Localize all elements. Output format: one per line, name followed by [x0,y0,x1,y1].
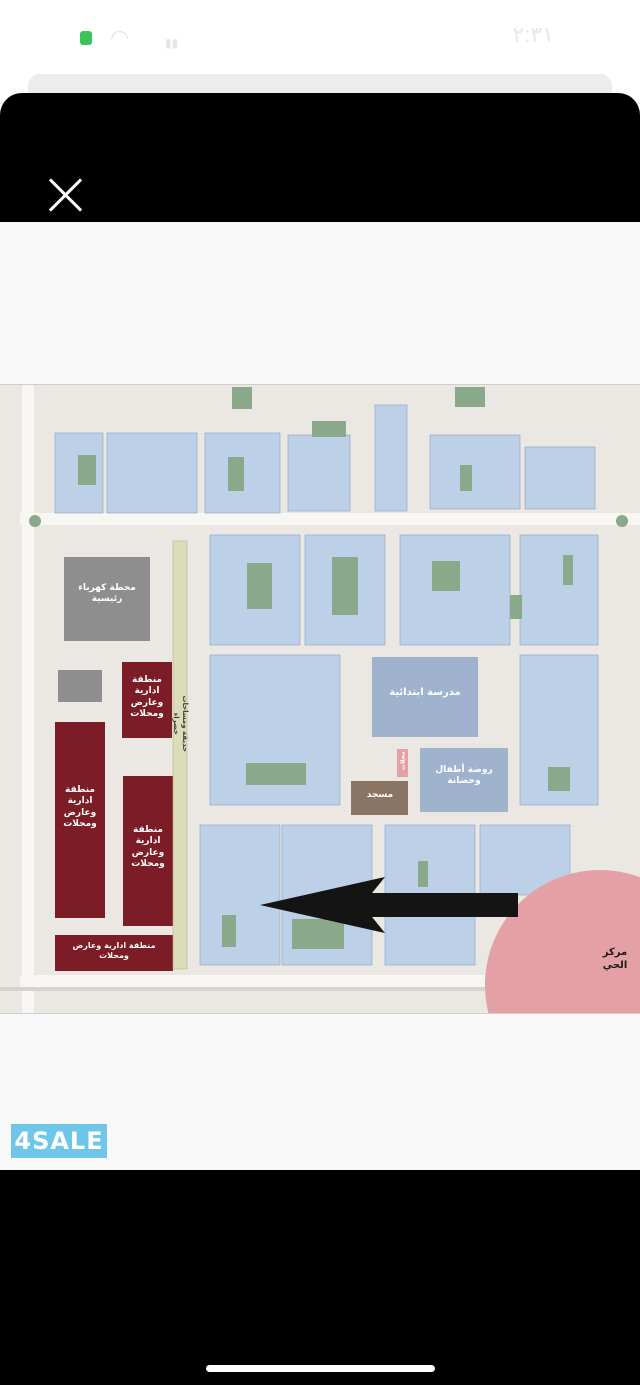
viewer-top-bar [0,93,640,222]
signal-icon: ▮▮ [165,36,179,50]
status-bar: ◠ ▮▮ ٢:٣١ [0,0,640,75]
shops-label: محلات [399,751,407,771]
admin-zone-top-label: منطقة ادارية وعارض ومحلات [130,675,164,719]
mosque-label: مسجد [366,790,394,800]
close-icon[interactable] [44,173,88,217]
power-station-label: محطة كهرباء رئيسية [78,583,136,605]
watermark-logo: 4SALE [11,1124,107,1158]
admin-zone-right-label: منطقة ادارية وعارض ومحلات [131,825,165,869]
battery-icon [80,31,92,45]
status-time: ٢:٣١ [512,22,554,47]
site-plan-map[interactable]: محطة كهرباء رئيسية منطقة ادارية وعارض وم… [0,384,640,1014]
home-indicator[interactable] [206,1365,435,1372]
district-center-label: مركز الحي [602,947,628,971]
site-plan-svg [0,385,640,1013]
admin-zone-left-label: منطقة ادارية وعارض ومحلات [63,785,97,829]
elementary-school-label: مدرسة ابتدائية [389,687,461,698]
admin-zone-bottom-label: منطقة ادارية وعارض ومحلات [72,941,156,960]
park-strip-label: حديقة ومساحات خضراء [172,695,189,753]
wifi-icon: ◠ [110,26,130,51]
kindergarten-label: روضة أطفال وحضانة [435,765,493,787]
viewer-bottom-bar [0,1170,640,1385]
